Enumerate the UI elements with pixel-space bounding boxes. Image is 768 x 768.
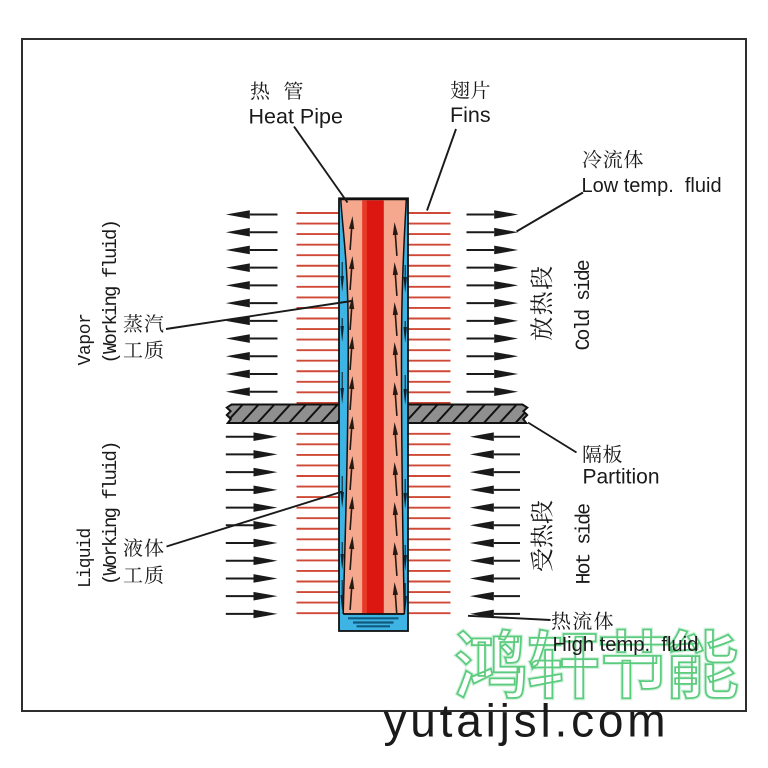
svg-text:(Working fluid): (Working fluid) [100, 221, 122, 364]
svg-text:Fins: Fins [450, 103, 491, 127]
svg-text:(Working fluid): (Working fluid) [100, 442, 122, 585]
svg-text:Low temp. fluid: Low temp. fluid [582, 175, 722, 197]
svg-text:Heat Pipe: Heat Pipe [249, 104, 343, 128]
svg-text:Liquid: Liquid [76, 528, 96, 588]
svg-text:Partition: Partition [583, 466, 660, 489]
svg-text:Cold side: Cold side [573, 260, 596, 350]
svg-text:yutaijsl.com: yutaijsl.com [384, 695, 670, 747]
svg-text:High temp. fluid: High temp. fluid [553, 634, 699, 656]
svg-text:Vapor: Vapor [76, 313, 96, 365]
svg-text:Hot side: Hot side [574, 504, 597, 585]
